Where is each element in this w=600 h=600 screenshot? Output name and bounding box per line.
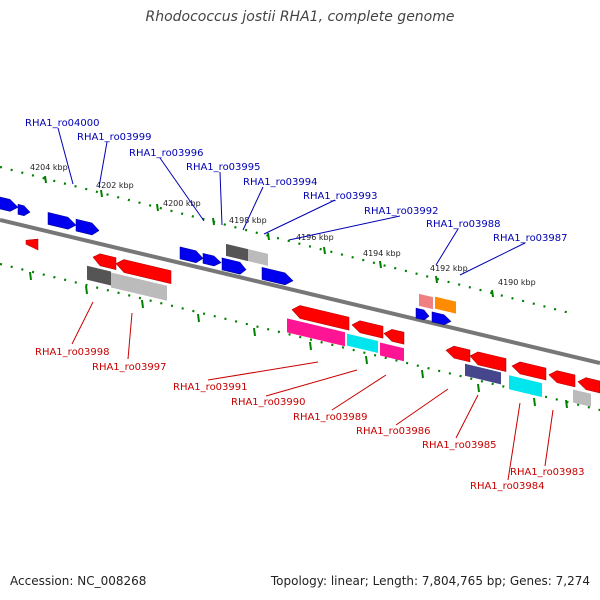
gene-arrow[interactable] [445,344,471,363]
gene-box[interactable] [509,375,542,398]
gene-box[interactable] [87,265,111,286]
gene-label[interactable]: RHA1_ro03990 [231,397,306,408]
gene-arrow[interactable] [0,194,19,213]
gene-box[interactable] [248,249,268,266]
bottom-leader-lines [71,301,554,481]
gene-arrow[interactable] [115,258,172,285]
gene-arrow[interactable] [92,252,117,270]
gene-label[interactable]: RHA1_ro03984 [470,481,545,492]
gene-box[interactable] [226,243,248,262]
gene-arrow[interactable] [17,203,31,217]
gene-label[interactable]: RHA1_ro03987 [493,233,568,244]
top-leader-lines [57,127,526,276]
gene-box[interactable] [435,296,456,314]
gene-label[interactable]: RHA1_ro03997 [92,362,167,373]
reverse-genes [25,236,600,407]
genome-title: Rhodococcus jostii RHA1, complete genome [145,9,455,25]
gene-arrow[interactable] [548,369,576,388]
ruler-label: 4190 kbp [498,278,536,287]
gene-arrow[interactable] [25,236,39,251]
gene-arrow[interactable] [47,212,77,231]
gene-arrow[interactable] [75,218,100,236]
gene-label[interactable]: RHA1_ro03991 [173,382,248,393]
gene-arrow[interactable] [577,376,600,394]
accession-label: Accession: NC_008268 [10,574,147,588]
gene-label[interactable]: RHA1_ro03996 [129,148,204,159]
ruler-label: 4200 kbp [163,199,201,208]
genome-summary: Topology: linear; Length: 7,804,765 bp; … [270,574,590,588]
gene-box[interactable] [465,363,501,385]
gene-box[interactable] [419,293,433,310]
ruler-label: 4202 kbp [96,181,134,190]
gene-arrow[interactable] [511,360,547,381]
gene-label[interactable]: RHA1_ro03993 [303,191,378,202]
gene-label[interactable]: RHA1_ro03986 [356,426,431,437]
gene-box[interactable] [573,389,591,407]
gene-box[interactable] [380,342,404,362]
upper-major-ticks [44,175,494,298]
gene-box[interactable] [347,333,378,354]
genome-backbone [0,218,600,365]
ruler-label: 4192 kbp [430,264,468,273]
gene-label[interactable]: RHA1_ro03985 [422,440,497,451]
gene-label[interactable]: RHA1_ro03988 [426,219,501,230]
gene-arrow[interactable] [431,311,452,327]
gene-arrow[interactable] [383,327,405,345]
gene-arrow[interactable] [179,246,204,264]
ruler-label: 4204 kbp [30,163,68,172]
gene-arrow[interactable] [202,253,222,267]
gene-label[interactable]: RHA1_ro03995 [186,162,261,173]
gene-arrow[interactable] [469,350,507,372]
gene-label[interactable]: RHA1_ro03999 [77,132,152,143]
gene-label[interactable]: RHA1_ro03983 [510,467,585,478]
gene-arrow[interactable] [291,304,350,331]
gene-arrow[interactable] [221,257,247,276]
lower-scale-track [0,262,600,412]
gene-label[interactable]: RHA1_ro03992 [364,206,439,217]
ruler-label: 4194 kbp [363,249,401,258]
lower-major-ticks [29,271,568,409]
gene-label[interactable]: RHA1_ro04000 [25,118,100,129]
gene-arrow[interactable] [261,267,294,286]
gene-box[interactable] [287,318,345,347]
gene-box[interactable] [111,272,167,301]
ruler-label: 4196 kbp [296,233,334,242]
gene-label[interactable]: RHA1_ro03994 [243,177,318,188]
gene-arrow[interactable] [351,319,384,339]
gene-label[interactable]: RHA1_ro03989 [293,412,368,423]
gene-arrow[interactable] [415,307,430,321]
gene-label[interactable]: RHA1_ro03998 [35,347,110,358]
forward-genes [0,194,456,327]
